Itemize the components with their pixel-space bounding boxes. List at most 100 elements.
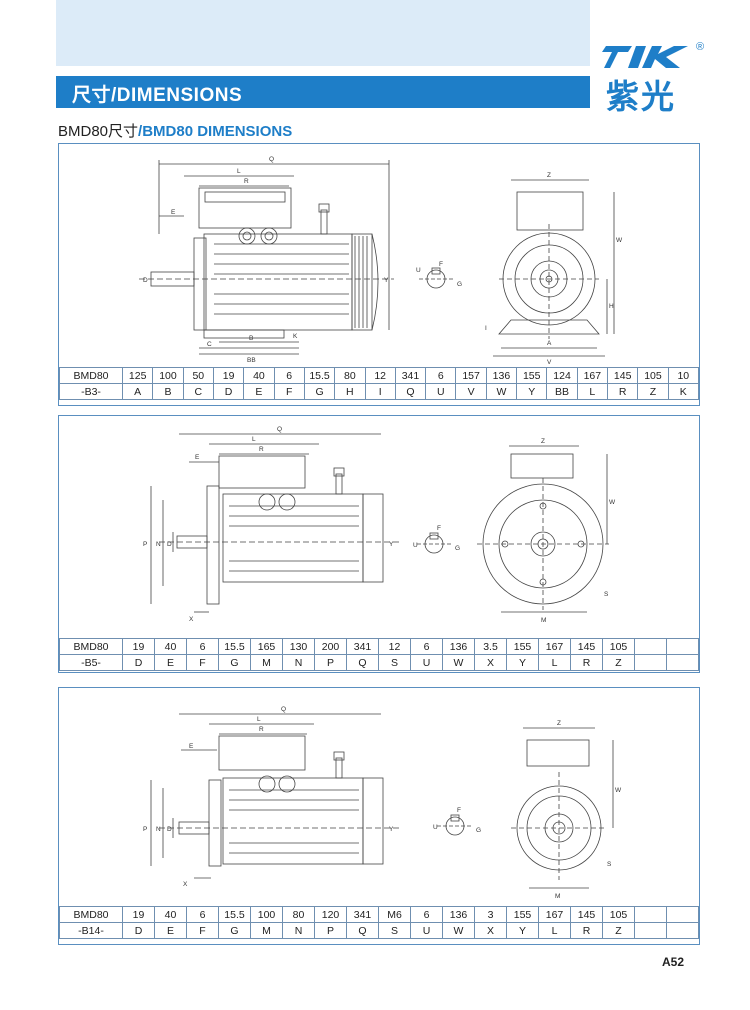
b3-dimension-table: BMD80 125 100 50 19 40 6 15.5 80 12 341 … — [59, 367, 700, 400]
b14-label-z: Z — [557, 720, 561, 727]
letter-cell: X — [474, 654, 507, 671]
letter-cell: E — [243, 383, 275, 400]
letter-cell: W — [442, 654, 475, 671]
b3-drawing: Q L R E D Y C B BB K F U G Z W H I A V — [139, 156, 623, 366]
mount-cell: -B3- — [59, 383, 123, 400]
letter-cell: BB — [546, 383, 578, 400]
letter-cell: G — [218, 654, 251, 671]
b5-label-z: Z — [541, 438, 545, 445]
b14-label-s: S — [607, 861, 612, 868]
letter-cell: E — [154, 922, 187, 939]
b14-label-u: U — [433, 824, 438, 831]
letter-cell: M — [250, 922, 283, 939]
page-number: A52 — [662, 955, 685, 969]
letter-cell: F — [186, 654, 219, 671]
subtitle-prefix: BMD80尺寸 — [58, 123, 139, 140]
value-cell: 167 — [538, 906, 571, 923]
b14-label-g: G — [476, 827, 481, 834]
b14-label-p: P — [143, 826, 147, 833]
b5-label-g: G — [455, 545, 460, 552]
b5-label-s: S — [604, 591, 609, 598]
b3-label-a: A — [547, 340, 552, 347]
section-b5: Q L R E P N D X Y F U G Z W M S BMD80 19… — [58, 415, 700, 673]
letter-cell: G — [303, 383, 336, 400]
value-cell: 341 — [346, 638, 379, 655]
letter-cell: D — [122, 654, 155, 671]
value-cell: 80 — [282, 906, 315, 923]
b5-label-l: L — [252, 436, 256, 443]
b5-label-w: W — [609, 499, 616, 506]
letter-cell: H — [334, 383, 366, 400]
value-cell: 167 — [576, 367, 609, 384]
letter-cell: G — [218, 922, 251, 939]
value-cell: 100 — [250, 906, 283, 923]
value-cell: 6 — [273, 367, 305, 384]
value-cell: 341 — [346, 906, 379, 923]
letter-cell: L — [576, 383, 609, 400]
letter-cell: Z — [602, 654, 635, 671]
b14-label-q: Q — [281, 706, 286, 713]
b3-label-v: V — [547, 359, 552, 366]
section-subtitle: BMD80尺寸/BMD80 DIMENSIONS — [58, 120, 292, 141]
b3-label-d: D — [143, 277, 148, 284]
letter-cell: R — [570, 922, 603, 939]
registered-mark: ® — [696, 41, 704, 53]
value-cell — [666, 638, 699, 655]
b5-label-u: U — [413, 542, 418, 549]
value-cell: 15.5 — [218, 638, 251, 655]
b3-label-q: Q — [269, 156, 274, 163]
letter-cell: Q — [346, 654, 379, 671]
letter-cell — [666, 654, 699, 671]
value-cell: 50 — [182, 367, 214, 384]
letter-cell: U — [410, 922, 443, 939]
b3-label-g: G — [457, 281, 462, 288]
letter-cell: Q — [394, 383, 427, 400]
value-cell: 200 — [314, 638, 347, 655]
table-row: BMD80 125 100 50 19 40 6 15.5 80 12 341 … — [59, 367, 700, 384]
value-cell: 19 — [122, 906, 155, 923]
letter-cell: S — [378, 654, 411, 671]
value-cell: 15.5 — [218, 906, 251, 923]
value-cell: 136 — [442, 906, 475, 923]
value-cell: 6 — [410, 906, 443, 923]
value-cell: 10 — [667, 367, 700, 384]
value-cell: 136 — [485, 367, 518, 384]
value-cell: 155 — [506, 638, 539, 655]
b14-label-l: L — [257, 716, 261, 723]
letter-cell: W — [442, 922, 475, 939]
letter-cell: U — [410, 654, 443, 671]
b5-label-y: Y — [389, 541, 394, 548]
value-cell: 40 — [243, 367, 275, 384]
value-cell: 120 — [314, 906, 347, 923]
b5-label-p: P — [143, 541, 147, 548]
letter-cell: D — [122, 922, 155, 939]
table-row: -B3- A B C D E F G H I Q U V W Y BB L R … — [59, 383, 700, 400]
b5-label-m: M — [541, 617, 546, 624]
b3-label-z: Z — [547, 172, 551, 179]
value-cell: 341 — [394, 367, 427, 384]
b14-label-y: Y — [389, 826, 394, 833]
value-cell: 145 — [570, 906, 603, 923]
value-cell: 19 — [122, 638, 155, 655]
table-row: -B14- D E F G M N P Q S U W X Y L R Z — [59, 922, 699, 939]
value-cell: 6 — [186, 906, 219, 923]
letter-cell: I — [364, 383, 396, 400]
b3-label-i: I — [485, 325, 487, 332]
letter-cell — [666, 922, 699, 939]
table-row: BMD80 19 40 6 15.5 100 80 120 341 M6 6 1… — [59, 906, 699, 923]
b3-label-bb: BB — [247, 357, 256, 364]
table-row: -B5- D E F G M N P Q S U W X Y L R Z — [59, 654, 699, 671]
letter-cell: X — [474, 922, 507, 939]
b3-label-f: F — [439, 261, 443, 268]
value-cell: 155 — [516, 367, 548, 384]
value-cell: 40 — [154, 638, 187, 655]
b5-dimension-table: BMD80 19 40 6 15.5 165 130 200 341 12 6 … — [59, 638, 699, 671]
subtitle-suffix: /BMD80 DIMENSIONS — [138, 123, 293, 140]
value-cell: 19 — [212, 367, 245, 384]
value-cell: 3 — [474, 906, 507, 923]
letter-cell: Y — [516, 383, 548, 400]
letter-cell: Z — [602, 922, 635, 939]
value-cell: 155 — [506, 906, 539, 923]
model-cell: BMD80 — [59, 638, 123, 655]
b5-drawing: Q L R E P N D X Y F U G Z W M S — [143, 426, 616, 624]
